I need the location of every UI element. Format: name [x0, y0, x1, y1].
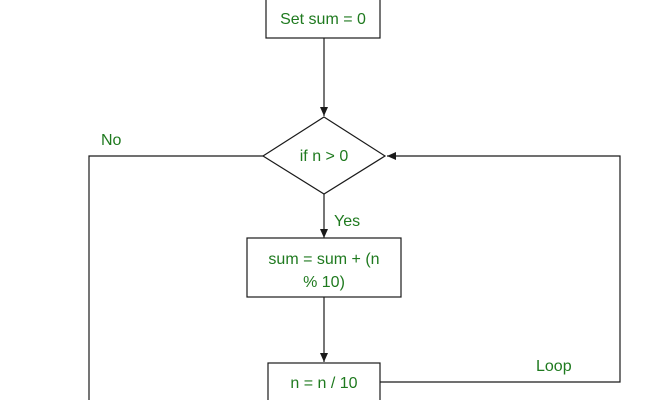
loop-label: Loop	[536, 358, 572, 375]
accumulate-label-line2: % 10)	[303, 274, 345, 291]
set-sum-label: Set sum = 0	[280, 11, 366, 28]
no-branch-line	[88, 155, 263, 400]
divide-node: n = n / 10	[267, 362, 381, 400]
condition-node: if n > 0	[261, 116, 387, 195]
accumulate-box	[246, 237, 402, 298]
divide-label: n = n / 10	[290, 375, 357, 392]
set-sum-node: Set sum = 0	[265, 0, 381, 39]
yes-label: Yes	[334, 213, 360, 230]
accumulate-label-line1: sum = sum + (n	[268, 251, 379, 268]
no-label: No	[101, 132, 122, 149]
accumulate-node: sum = sum + (n % 10)	[246, 237, 402, 298]
divide-box	[267, 362, 381, 400]
condition-label: if n > 0	[300, 148, 349, 165]
set-sum-box	[265, 0, 381, 39]
loop-back-line	[380, 152, 621, 383]
